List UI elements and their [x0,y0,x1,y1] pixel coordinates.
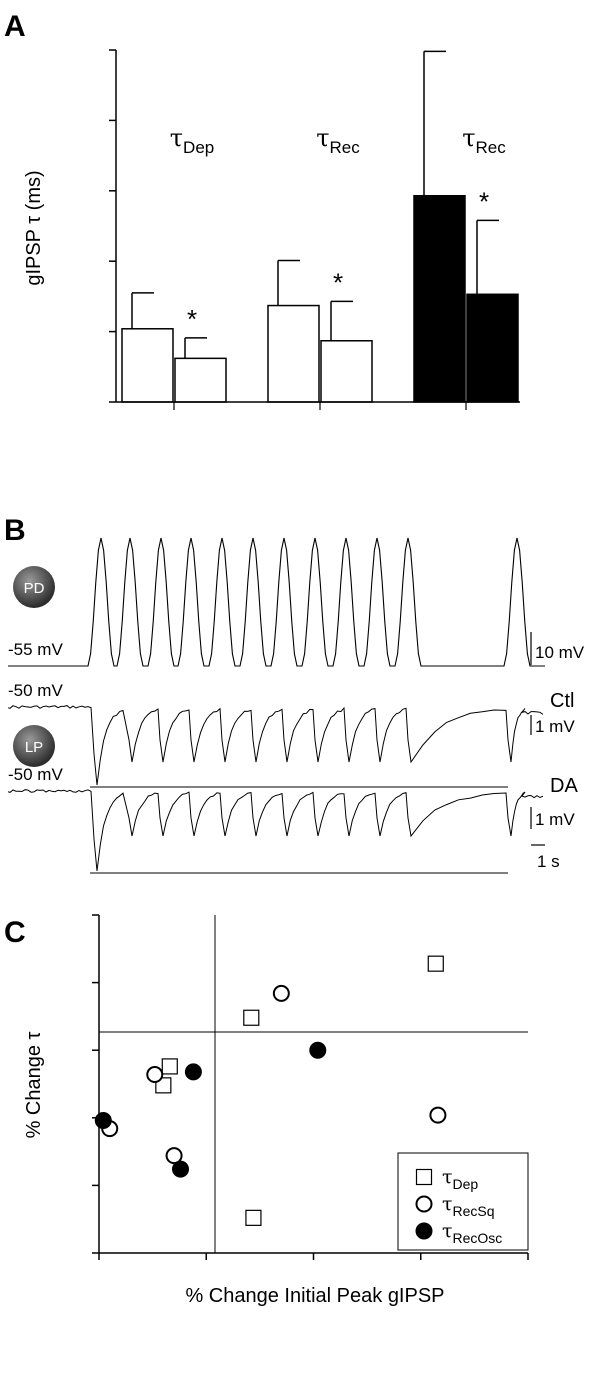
c-data-points [94,955,447,1226]
c-y-axis-label: % Change τ [23,1031,45,1138]
ctl-voltage-label: -50 mV [8,681,63,700]
cell-pd: PD [13,566,55,608]
c-point-square-open [243,1009,260,1026]
a-group-tau-label-subscript: Dep [183,138,214,157]
c-x-axis-label: % Change Initial Peak gIPSP [185,1285,444,1307]
da-scale-label: 1 mV [535,810,575,829]
da-trace-name: DA [550,775,578,797]
panel-label-b: B [4,514,26,547]
c-legend-label-symbol: τ [442,1220,453,1242]
a-bar [466,293,519,403]
panel-label-c: C [4,916,26,949]
a-bar [121,328,174,403]
cell-lp: LP [13,725,55,767]
a-significance-star: * [187,304,197,334]
c-point-circle-filled [309,1041,327,1059]
a-group-tau-label: τRec [316,124,360,157]
panel-b-traces: PD LP -55 mV 10 mV -50 mV Ctl 1 mV -50 m… [7,537,585,874]
c-point-circle-open [146,1066,164,1084]
da-voltage-label: -50 mV [8,765,63,784]
c-legend-label-symbol: τ [442,1166,453,1188]
c-legend-marker [415,1222,433,1240]
ctl-trace [7,705,544,786]
a-significance-star: * [333,267,343,297]
c-point-square-open [161,1058,178,1075]
ctl-scale-label: 1 mV [535,717,575,736]
panel-a-bar-chart: gIPSP τ (ms) τDep*τRec*τRec* [23,49,520,410]
c-legend-marker [415,1195,433,1213]
ctl-trace-name: Ctl [550,690,574,712]
time-scale-label: 1 s [537,852,560,871]
a-group: τRec * [267,124,373,403]
c-point-circle-filled [172,1160,190,1178]
da-trace [7,789,544,872]
pd-trace [8,537,545,667]
a-group-tau-label-symbol: τ [170,124,183,152]
c-legend-marker [415,1168,433,1186]
c-legend-label-subscript: RecOsc [453,1230,503,1246]
c-legend-label-subscript: Dep [453,1176,479,1192]
panel-c-scatter: % Change Initial Peak gIPSP % Change τ τ… [23,914,529,1307]
c-point-circle-filled [94,1112,112,1130]
lp-cell-icon [13,725,55,767]
pd-cell-label: PD [24,580,45,597]
pd-cell-icon [13,566,55,608]
c-point-circle-filled [184,1063,202,1081]
c-legend-label: τRecOsc [442,1220,502,1246]
c-point-square-open [155,1077,172,1094]
a-bar [174,357,227,403]
pd-voltage-label: -55 mV [8,640,63,659]
c-point-square-open [245,1209,262,1226]
panel-label-a: A [4,10,26,43]
c-legend-label: τDep [442,1166,478,1192]
c-legend-label-subscript: RecSq [453,1203,495,1219]
c-point-circle-open [429,1106,447,1124]
a-bar [320,340,373,403]
a-group: τDep * [121,124,227,403]
lp-cell-label: LP [25,739,43,756]
a-group-tau-label: τRec [462,124,506,157]
c-point-square-open [427,955,444,972]
a-group-tau-label: τDep [170,124,214,157]
a-bar [267,304,320,403]
a-group-tau-label-symbol: τ [316,124,329,152]
c-legend-label: τRecSq [442,1193,495,1219]
c-point-circle-open [165,1147,183,1165]
a-group: τRec * [413,50,519,403]
a-group-tau-label-symbol: τ [462,124,475,152]
a-significance-star: * [479,186,489,216]
a-bar [413,194,466,403]
c-legend-label-symbol: τ [442,1193,453,1215]
a-bar-groups: τDep*τRec*τRec* [116,50,520,410]
pd-scale-label: 10 mV [535,643,585,662]
a-group-tau-label-subscript: Rec [330,138,361,157]
a-y-axis-label: gIPSP τ (ms) [23,170,45,285]
a-group-tau-label-subscript: Rec [476,138,507,157]
c-point-circle-open [272,984,290,1002]
a-y-ticks [109,49,116,403]
